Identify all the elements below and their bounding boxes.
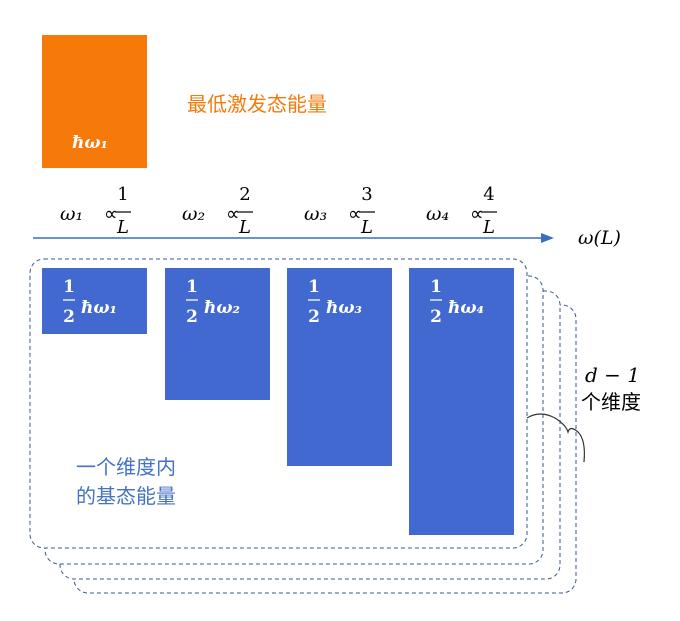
frequency-symbol-4: ω₄ <box>426 203 449 225</box>
frequency-denominator-2: L <box>238 217 251 238</box>
frequency-numerator-2: 2 <box>239 184 250 205</box>
frequency-denominator-1: L <box>116 217 129 238</box>
ground-state-label-3: ħω₃ <box>326 298 362 318</box>
ground-state-label-4: ħω₄ <box>448 298 484 318</box>
ground-state-bar-1 <box>42 268 147 334</box>
ground-state-bar-2 <box>165 268 270 400</box>
ground-state-bar-4 <box>409 268 514 535</box>
lowest-excitation-caption: 最低激发态能量 <box>187 92 327 116</box>
frequency-symbol-1: ω₁ <box>60 203 83 225</box>
frequency-symbol-3: ω₃ <box>304 203 327 225</box>
lowest-excitation-label: ħω₁ <box>72 133 108 153</box>
propto-symbol-2: ∝ <box>226 203 240 225</box>
frequency-numerator-4: 4 <box>483 184 494 205</box>
ground-state-label-2: ħω₂ <box>204 298 240 318</box>
ground-state-bar-3 <box>287 268 392 466</box>
ground-coef-numerator-1: 1 <box>63 277 75 297</box>
ground-coef-numerator-3: 1 <box>308 277 320 297</box>
dimension-label-line-1: d − 1 <box>585 363 640 387</box>
axis-arrowhead <box>541 233 554 243</box>
ground-coef-denominator-4: 2 <box>430 307 442 327</box>
ground-state-label-1: ħω₁ <box>81 298 117 318</box>
frequency-symbol-2: ω₂ <box>182 203 205 225</box>
dimension-panel-front <box>29 258 528 549</box>
frequency-denominator-4: L <box>482 217 495 238</box>
propto-symbol-4: ∝ <box>470 203 484 225</box>
ground-coef-denominator-3: 2 <box>308 307 320 327</box>
dimension-label-line-2: 个维度 <box>581 390 641 414</box>
ground-state-bars: 1 2 ħω₁ 1 2 ħω₂ 1 2 ħω₃ 1 2 ħω₄ <box>42 268 514 535</box>
frequency-numerator-1: 1 <box>117 184 128 205</box>
axis-label: ω(L) <box>578 227 621 249</box>
ground-caption-line-2: 的基态能量 <box>76 484 176 508</box>
ground-coef-numerator-4: 1 <box>430 277 442 297</box>
propto-symbol-3: ∝ <box>348 203 362 225</box>
ground-coef-numerator-2: 1 <box>186 277 198 297</box>
frequency-denominator-3: L <box>360 217 373 238</box>
ground-coef-denominator-1: 2 <box>63 307 75 327</box>
ground-coef-denominator-2: 2 <box>186 307 198 327</box>
propto-symbol-1: ∝ <box>104 203 118 225</box>
frequency-numerator-3: 3 <box>361 184 372 205</box>
dimension-brace <box>526 413 585 463</box>
ground-caption-line-1: 一个维度内 <box>76 455 176 479</box>
lowest-excitation-box <box>42 35 147 168</box>
